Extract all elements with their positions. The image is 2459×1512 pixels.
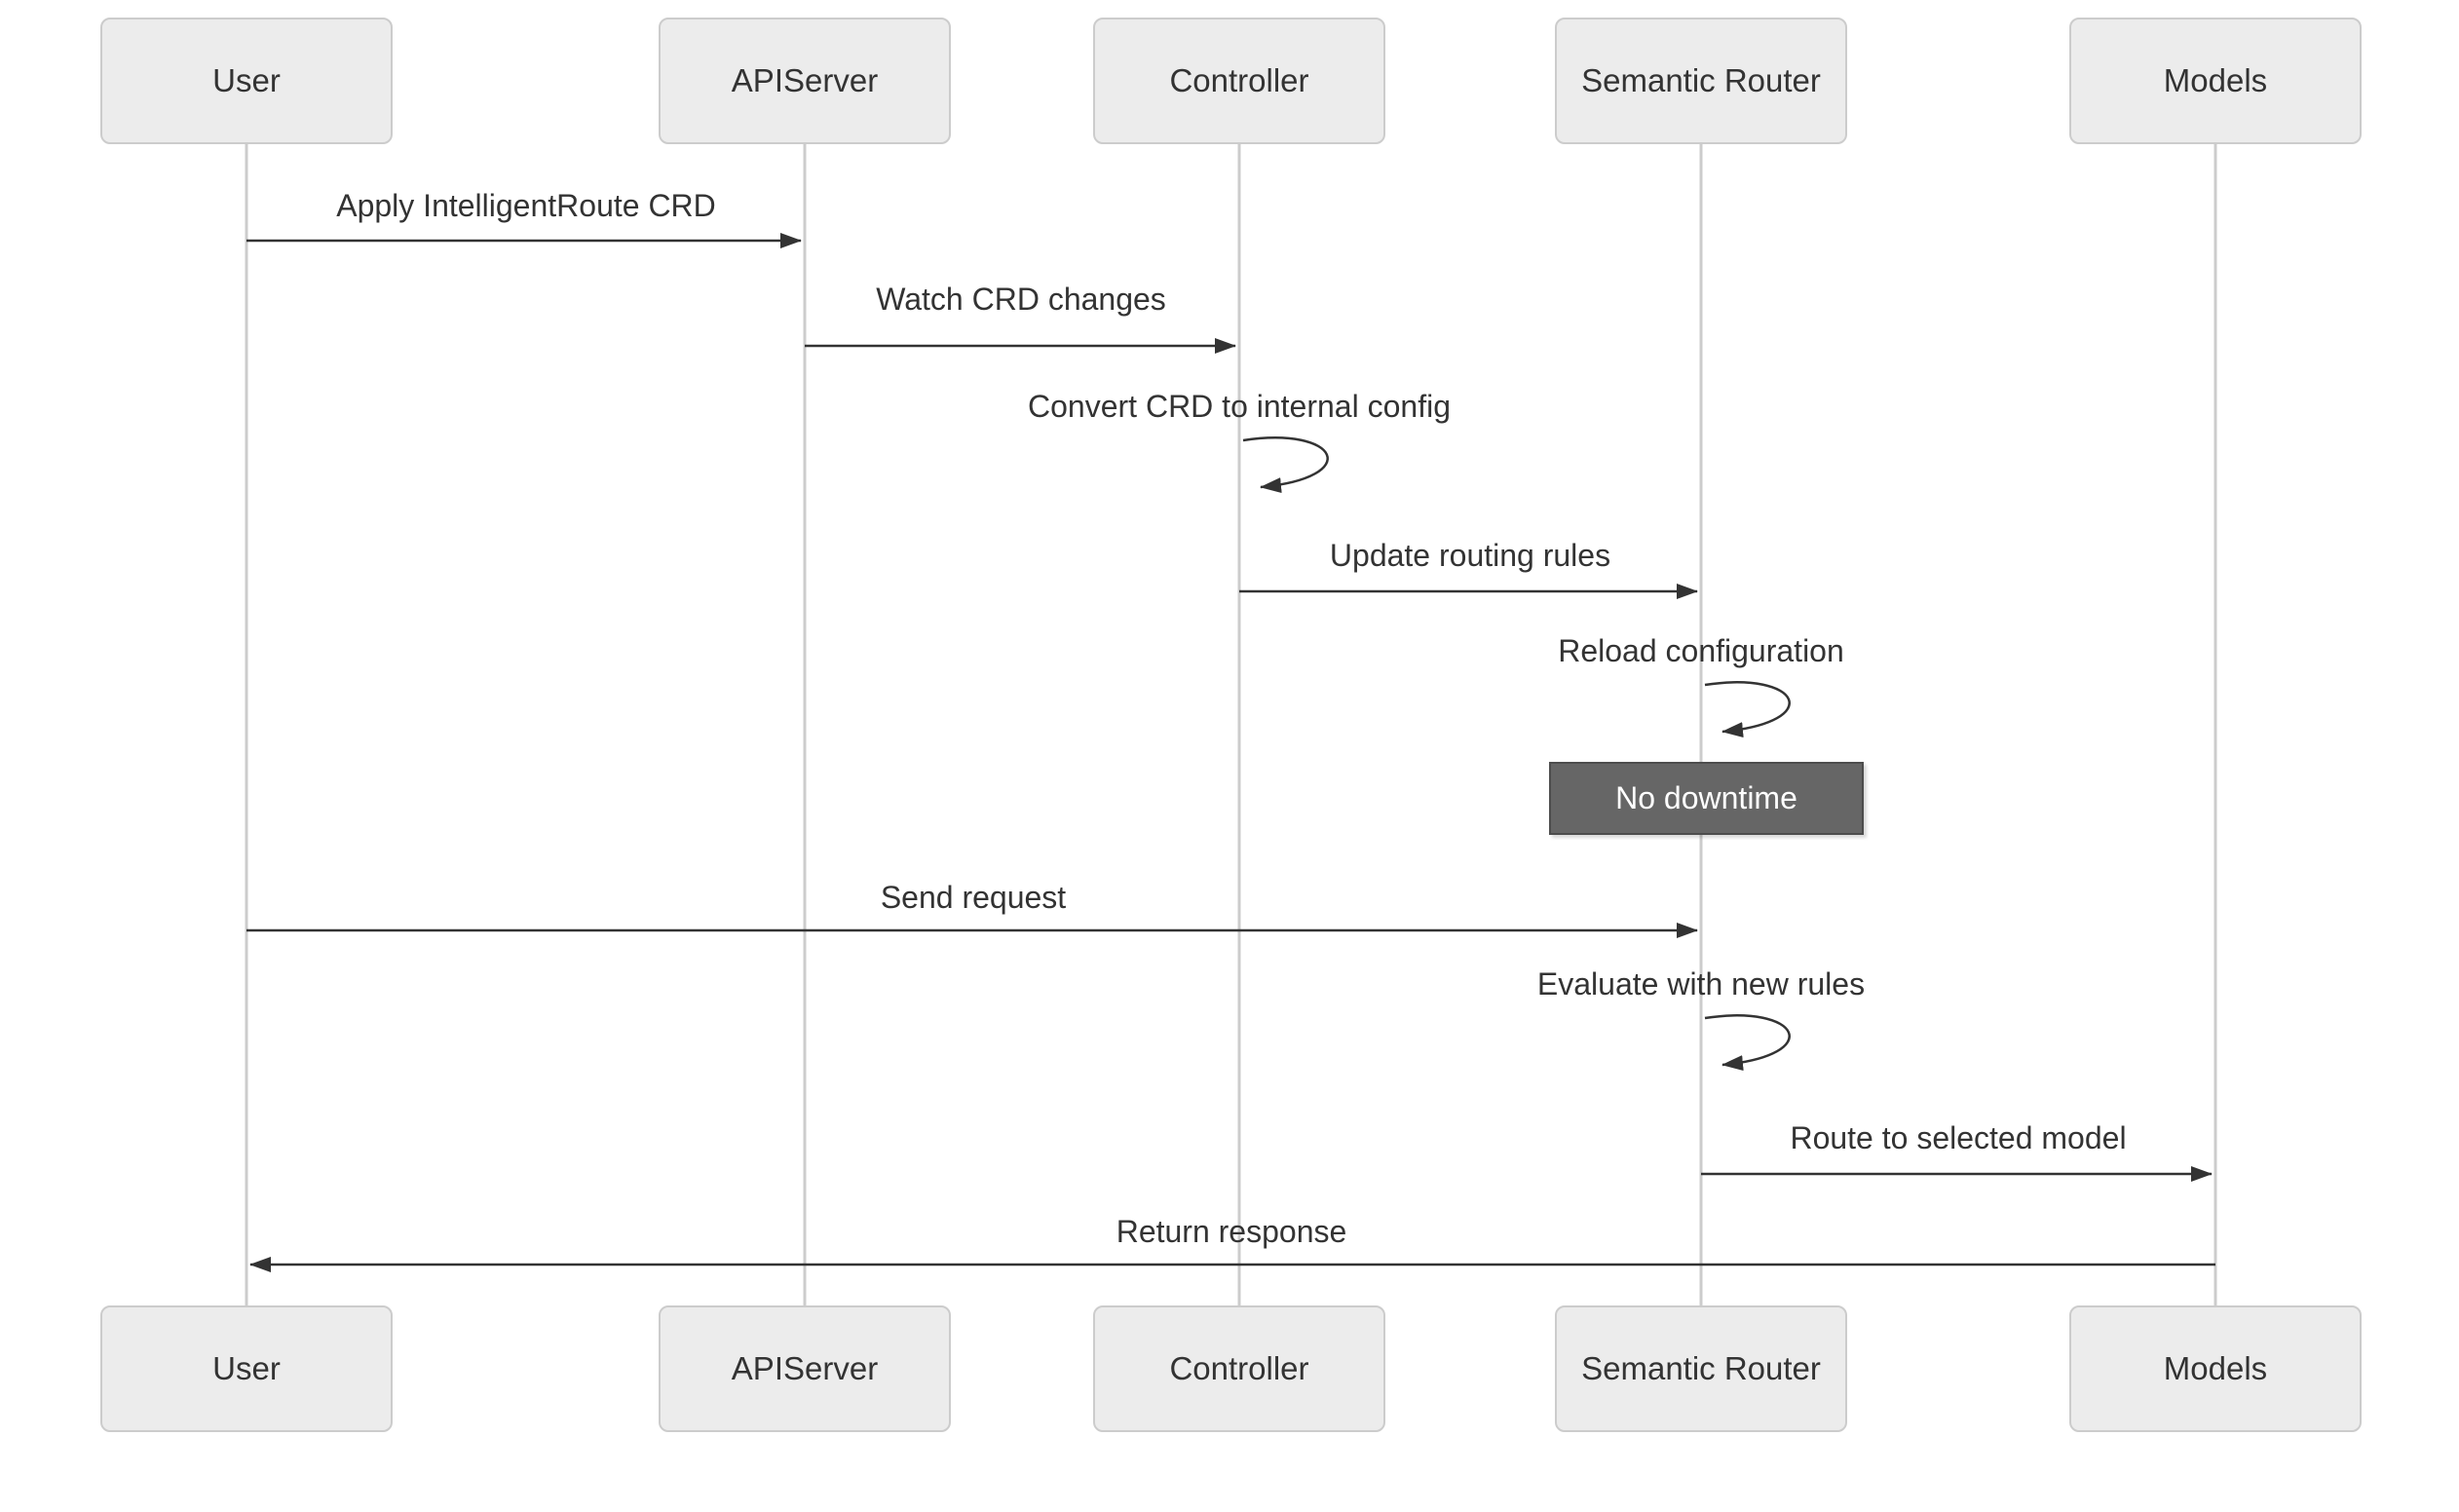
actor-bottom-semantic-router: Semantic Router bbox=[1555, 1305, 1847, 1432]
message-label-return-response: Return response bbox=[1116, 1214, 1347, 1249]
actor-bottom-controller: Controller bbox=[1093, 1305, 1385, 1432]
message-label-reload-configuration: Reload configuration bbox=[1558, 633, 1844, 668]
actor-top-controller: Controller bbox=[1093, 18, 1385, 144]
actor-top-models-label: Models bbox=[2163, 62, 2268, 98]
actor-bottom-apiserver: APIServer bbox=[659, 1305, 951, 1432]
actor-bottom-models: Models bbox=[2069, 1305, 2362, 1432]
self-loop-reload-configuration bbox=[1704, 681, 1791, 737]
actor-top-controller-label: Controller bbox=[1169, 62, 1309, 98]
actor-bottom-models-label: Models bbox=[2163, 1350, 2268, 1386]
actor-top-semantic-router-label: Semantic Router bbox=[1581, 62, 1821, 98]
note-no-downtime-label: No downtime bbox=[1615, 780, 1797, 815]
actor-top-user: User bbox=[100, 18, 393, 144]
message-label-apply-intelligentroute-crd: Apply IntelligentRoute CRD bbox=[336, 188, 716, 223]
message-label-watch-crd-changes: Watch CRD changes bbox=[876, 282, 1166, 317]
message-label-evaluate-with-new-rules: Evaluate with new rules bbox=[1536, 966, 1866, 1002]
actor-top-models: Models bbox=[2069, 18, 2362, 144]
actor-top-apiserver-label: APIServer bbox=[731, 62, 879, 98]
actor-bottom-controller-label: Controller bbox=[1169, 1350, 1309, 1386]
message-label-route-to-selected-model: Route to selected model bbox=[1790, 1120, 2127, 1155]
actor-top-apiserver: APIServer bbox=[659, 18, 951, 144]
message-label-send-request: Send request bbox=[880, 880, 1067, 915]
message-label-convert-crd-to-internal-config: Convert CRD to internal config bbox=[1028, 389, 1451, 424]
actor-top-user-label: User bbox=[212, 62, 281, 98]
self-loop-convert-crd-to-internal-config bbox=[1242, 436, 1329, 493]
message-label-update-routing-rules: Update routing rules bbox=[1329, 538, 1611, 573]
actor-bottom-apiserver-label: APIServer bbox=[731, 1350, 879, 1386]
actor-bottom-user-label: User bbox=[212, 1350, 281, 1386]
actor-bottom-semantic-router-label: Semantic Router bbox=[1581, 1350, 1821, 1386]
actor-top-semantic-router: Semantic Router bbox=[1555, 18, 1847, 144]
self-loop-evaluate-with-new-rules bbox=[1704, 1014, 1791, 1071]
note-no-downtime: No downtime bbox=[1549, 762, 1864, 835]
actor-bottom-user: User bbox=[100, 1305, 393, 1432]
